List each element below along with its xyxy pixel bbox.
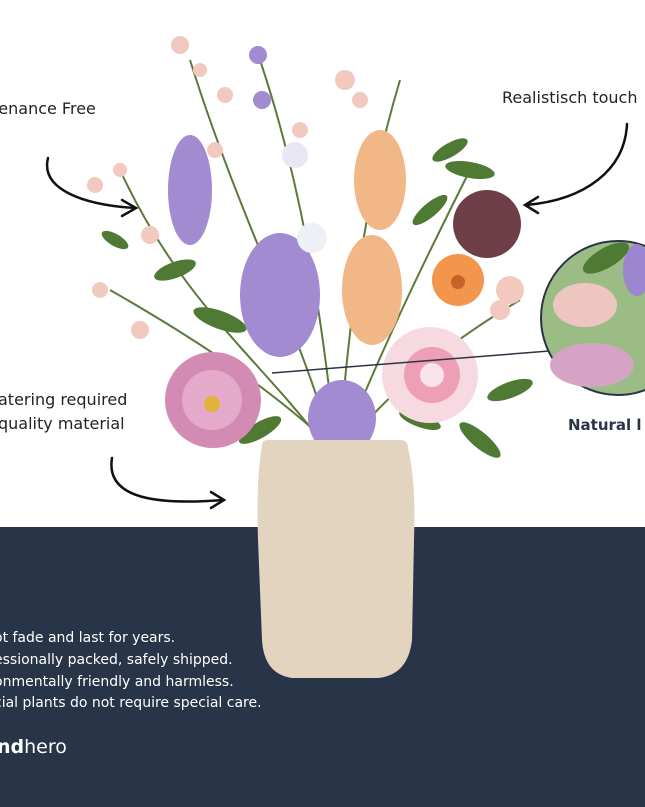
- arrow-maintenance-icon: [45, 156, 137, 210]
- benefit-item: essionally packed, safely shipped.: [0, 652, 233, 668]
- watering-label: atering required: [0, 390, 128, 409]
- maintenance-free-label: tenance Free: [0, 99, 96, 118]
- brand-logo-bold: nd: [0, 736, 25, 758]
- brand-logo: ndhero: [0, 736, 67, 758]
- benefit-item: onmentally friendly and harmless.: [0, 674, 234, 690]
- vase: [257, 440, 415, 678]
- natural-look-label: Natural l: [568, 416, 642, 434]
- arrow-realistic-icon: [524, 122, 629, 207]
- benefit-item: ot fade and last for years.: [0, 630, 176, 646]
- arrow-watering-icon: [110, 456, 226, 503]
- quality-material-label: quality material: [0, 414, 125, 433]
- realistic-touch-label: Realistisch touch: [502, 88, 638, 107]
- benefit-item: cial plants do not require special care.: [0, 695, 262, 711]
- brand-logo-regular: hero: [24, 736, 67, 758]
- natural-look-zoom-circle: [540, 240, 645, 396]
